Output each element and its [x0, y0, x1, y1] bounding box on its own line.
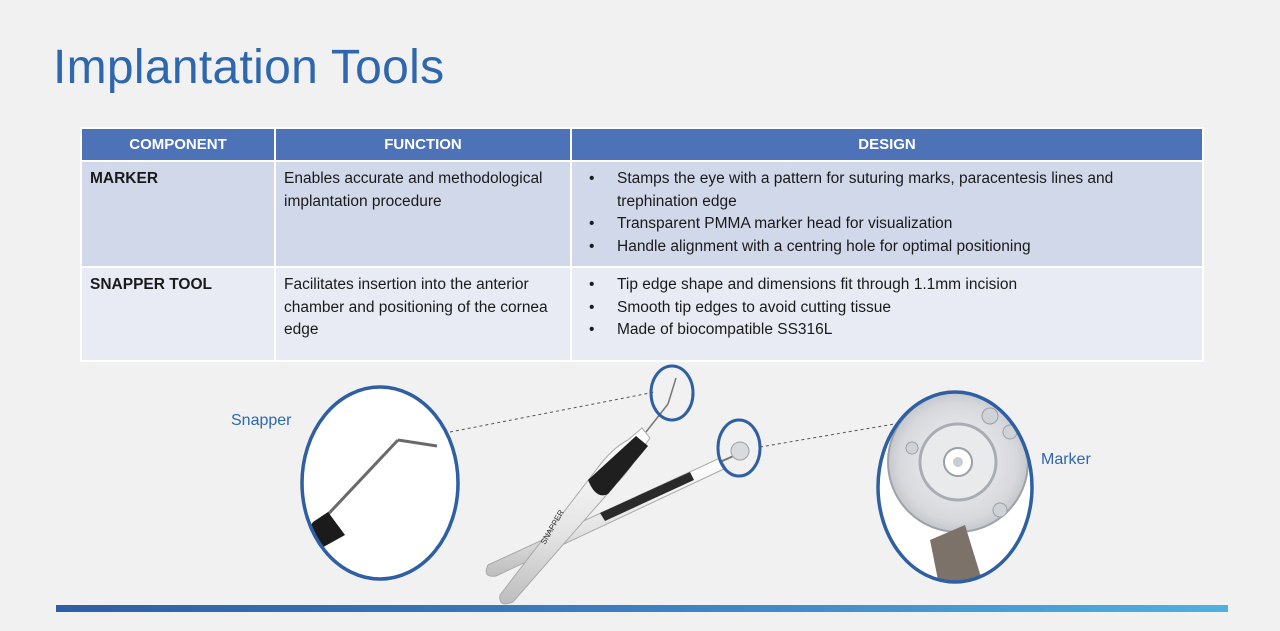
page-title: Implantation Tools	[53, 41, 445, 94]
design-item: Smooth tip edges to avoid cutting tissue	[589, 297, 1194, 320]
function-cell: Enables accurate and methodological impl…	[274, 160, 572, 268]
header-function: FUNCTION	[274, 127, 572, 162]
design-cell: Tip edge shape and dimensions fit throug…	[570, 266, 1204, 362]
design-list: Tip edge shape and dimensions fit throug…	[580, 274, 1194, 342]
table-row: MARKER Enables accurate and methodologic…	[80, 160, 1204, 268]
marker-zoom-view	[876, 390, 1034, 584]
bottom-accent-bar	[56, 605, 1228, 612]
snapper-label: Snapper	[231, 412, 292, 429]
marker-label: Marker	[1041, 451, 1091, 468]
snapper-tip-circle	[649, 364, 695, 422]
design-item: Made of biocompatible SS316L	[589, 319, 1194, 342]
marker-leader-line	[759, 422, 901, 448]
design-cell: Stamps the eye with a pattern for suturi…	[570, 160, 1204, 268]
header-component: COMPONENT	[80, 127, 276, 162]
table-header-row: COMPONENT FUNCTION DESIGN	[80, 127, 1204, 162]
function-cell: Facilitates insertion into the anterior …	[274, 266, 572, 362]
design-item: Stamps the eye with a pattern for suturi…	[589, 168, 1194, 213]
design-item: Transparent PMMA marker head for visuali…	[589, 213, 1194, 236]
design-list: Stamps the eye with a pattern for suturi…	[580, 168, 1194, 258]
snapper-leader-line	[449, 391, 656, 433]
header-design: DESIGN	[570, 127, 1204, 162]
component-cell: SNAPPER TOOL	[80, 266, 276, 362]
marker-tip-circle	[716, 418, 762, 478]
component-cell: MARKER	[80, 160, 276, 268]
table-row: SNAPPER TOOL Facilitates insertion into …	[80, 266, 1204, 362]
snapper-instrument: SNAPPER	[499, 377, 677, 605]
snapper-zoom-view	[300, 385, 460, 581]
tools-table: COMPONENT FUNCTION DESIGN MARKER Enables…	[80, 127, 1204, 362]
design-item: Handle alignment with a centring hole fo…	[589, 236, 1194, 259]
design-item: Tip edge shape and dimensions fit throug…	[589, 274, 1194, 297]
